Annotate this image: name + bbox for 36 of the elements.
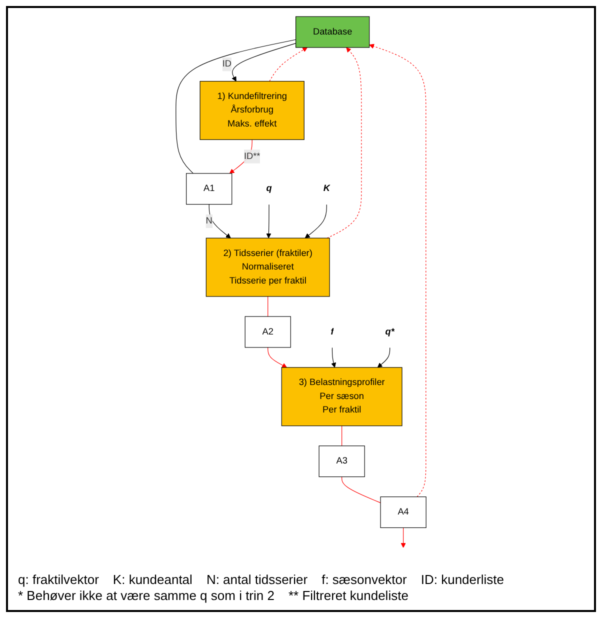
node-box [200, 80, 304, 140]
note-text: f: sæsonvektor [322, 572, 407, 588]
arrow [326, 47, 362, 238]
note-text: ** Filtreret kundeliste [288, 588, 408, 604]
node-text: q [266, 184, 272, 194]
node-box [380, 496, 426, 528]
node-box [318, 446, 365, 478]
flowchart: ID ID** N Database 1) Kundefiltrering Årsforbrug Maks. effekt A1 q K 2) Tidsserier (fraktiler) Normaliseret Tidsserie per fraktil f q* 3) Belastningsprofiler Per sæson Per fraktil A2 A3 A4 [12, 12, 590, 570]
edge-label: N [206, 216, 212, 226]
edge-label: ID [222, 59, 232, 69]
node-text: q* [385, 326, 394, 337]
arrow [331, 347, 336, 368]
arrow [400, 527, 406, 548]
node-box [244, 316, 291, 348]
node-box [296, 16, 370, 48]
node-box [281, 367, 402, 426]
connector [342, 476, 381, 504]
arrow [232, 43, 296, 82]
note-text: N: antal tidsserier [206, 572, 308, 588]
arrow [269, 47, 308, 82]
edge-label: ID** [244, 151, 260, 162]
node-box [186, 173, 232, 205]
note-text: ID: kunderliste [420, 572, 504, 588]
node-box [206, 238, 330, 297]
note-text: K: kundeantal [112, 572, 192, 588]
note-text: q: fraktilvektor [18, 572, 99, 588]
arrow [229, 139, 252, 174]
arrow [304, 204, 327, 238]
arrow [266, 204, 272, 238]
connector [176, 39, 296, 174]
arrow [369, 44, 426, 498]
note-text: * Behøver ikke at være samme q som i trin 2 [18, 588, 274, 604]
node-text: K [323, 184, 330, 194]
node-text: f [330, 326, 334, 337]
arrow [268, 347, 287, 368]
arrow [377, 347, 390, 368]
